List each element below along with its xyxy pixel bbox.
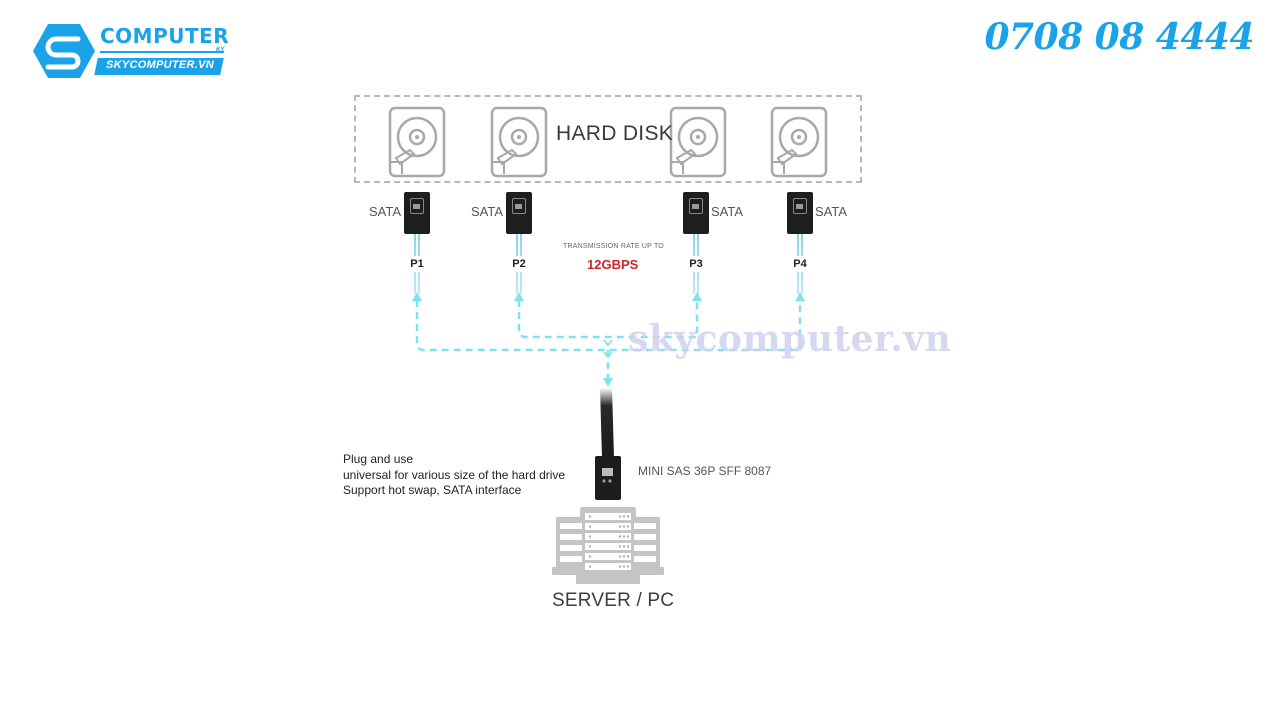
- sata-label: SATA: [471, 204, 504, 219]
- arrow-up-icon: [412, 292, 422, 301]
- port-label: P1: [407, 256, 427, 272]
- sata-label: SATA: [369, 204, 402, 219]
- mini-sas-connector-icon: [595, 388, 621, 500]
- feature-item: Plug and use: [343, 452, 414, 466]
- hotline-phone: 0708 08 4444: [984, 16, 1254, 58]
- sata-connector-icon: [404, 192, 430, 234]
- sata-connector-icon: [787, 192, 813, 234]
- arrow-up-icon: [514, 292, 524, 301]
- transmission-caption: TRANSMISSION RATE UP TO: [563, 243, 664, 250]
- brand-divider: [100, 51, 224, 53]
- sata-connector-icon: [683, 192, 709, 234]
- hard-disk-icon: [669, 106, 727, 178]
- hard-disk-icon: [388, 106, 446, 178]
- feature-item: Support hot swap, SATA interface: [343, 483, 522, 497]
- hard-disk-icon: [490, 106, 548, 178]
- sata-connector-icon: [506, 192, 532, 234]
- arrow-up-icon: [795, 292, 805, 301]
- arrow-up-icon: [692, 292, 702, 301]
- port-label: P2: [509, 256, 529, 272]
- port-label: P4: [790, 256, 810, 272]
- s-hexagon-logo-icon: [33, 24, 95, 78]
- feature-list: Plug and use universal for various size …: [343, 452, 565, 499]
- server-icon: [552, 507, 664, 584]
- brand-name: COMPUTER: [100, 24, 230, 48]
- brand-url: SKYCOMPUTER.VN: [105, 59, 215, 71]
- transmission-rate: 12GBPS: [587, 257, 639, 272]
- hard-disk-title: HARD DISK: [556, 122, 674, 145]
- sata-label: SATA: [815, 204, 848, 219]
- port-label: P3: [686, 256, 706, 272]
- arrow-down-icon: [603, 378, 613, 387]
- brand-suffix: KY: [216, 47, 225, 53]
- sata-label: SATA: [711, 204, 744, 219]
- brand-logo: COMPUTER KY SKYCOMPUTER.VN: [32, 22, 232, 80]
- hard-disk-group: [354, 95, 862, 183]
- watermark: skycomputer.vn: [628, 318, 952, 360]
- hard-disk-icon: [770, 106, 828, 178]
- host-connector-label: MINI SAS 36P SFF 8087: [638, 464, 772, 478]
- host-label: SERVER / PC: [552, 590, 675, 611]
- feature-item: universal for various size of the hard d…: [343, 467, 566, 482]
